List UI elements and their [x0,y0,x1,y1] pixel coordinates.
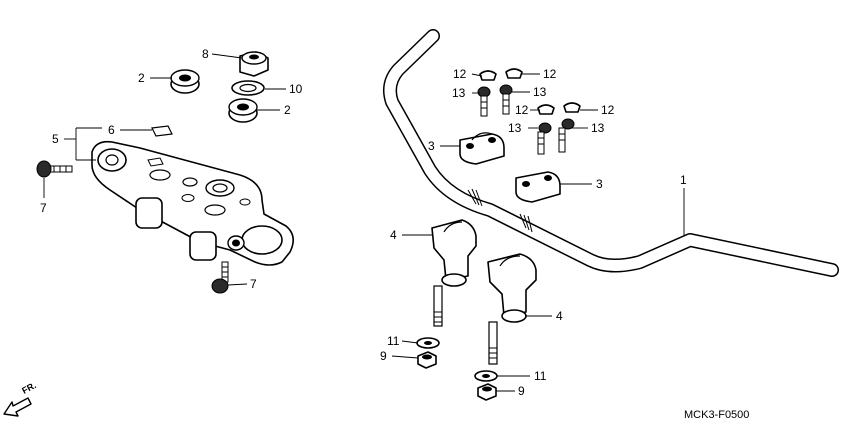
pinch-bolt-lower [211,261,229,294]
washer-right [474,370,498,382]
knurl-band-right [519,213,533,233]
callout-3-right: 3 [596,177,603,191]
callout-9-left: 9 [380,349,387,363]
callout-7-left: 7 [40,201,47,215]
lower-holder-right [487,253,537,365]
callout-12-a: 12 [453,67,467,81]
nut-right [477,383,497,401]
callout-12-b: 12 [543,67,557,81]
callout-10: 10 [289,82,303,96]
callout-1: 1 [680,173,687,187]
callout-12-c: 12 [515,103,529,117]
handlebar [383,29,839,277]
callout-7-lower: 7 [250,277,257,291]
diagram-code: MCK3-F0500 [684,409,749,421]
callout-5: 5 [52,132,59,146]
callout-11-right: 11 [534,369,547,383]
callout-11-left: 11 [387,334,400,348]
washer [231,80,265,96]
top-bridge [91,140,294,266]
callout-4-left: 4 [390,228,397,242]
callout-13-b: 13 [533,85,547,99]
leader-lines [43,53,685,392]
bolt-caps [479,68,581,115]
cap-plate [151,125,173,137]
front-label: FR. [20,380,37,396]
pinch-bolt-left [36,160,73,178]
washer-left [416,337,440,349]
lower-holder-left [431,219,477,327]
knurl-band-left [467,188,483,207]
stem-nut [239,51,269,77]
nut-left [417,351,437,369]
callout-6: 6 [108,123,115,137]
bearing-upper [170,69,200,94]
upper-holder-left [459,132,505,165]
callout-labels: 1 2 2 3 3 4 4 5 6 7 7 8 10 9 9 11 11 12 … [40,47,687,398]
callout-9-right: 9 [518,384,525,398]
callout-13-c: 13 [508,121,522,135]
callout-3-left: 3 [428,139,435,153]
callout-2-lower: 2 [284,103,291,117]
callout-13-d: 13 [591,121,605,135]
callout-12-d: 12 [601,103,615,117]
upper-holder-right [515,171,561,203]
callout-13-a: 13 [452,86,466,100]
bearing-lower [228,98,258,123]
holder-bolts [477,84,575,155]
callout-4-right: 4 [556,309,563,323]
callout-8: 8 [202,47,209,61]
callout-2-upper: 2 [138,71,145,85]
front-direction-arrow: FR. [3,380,38,417]
